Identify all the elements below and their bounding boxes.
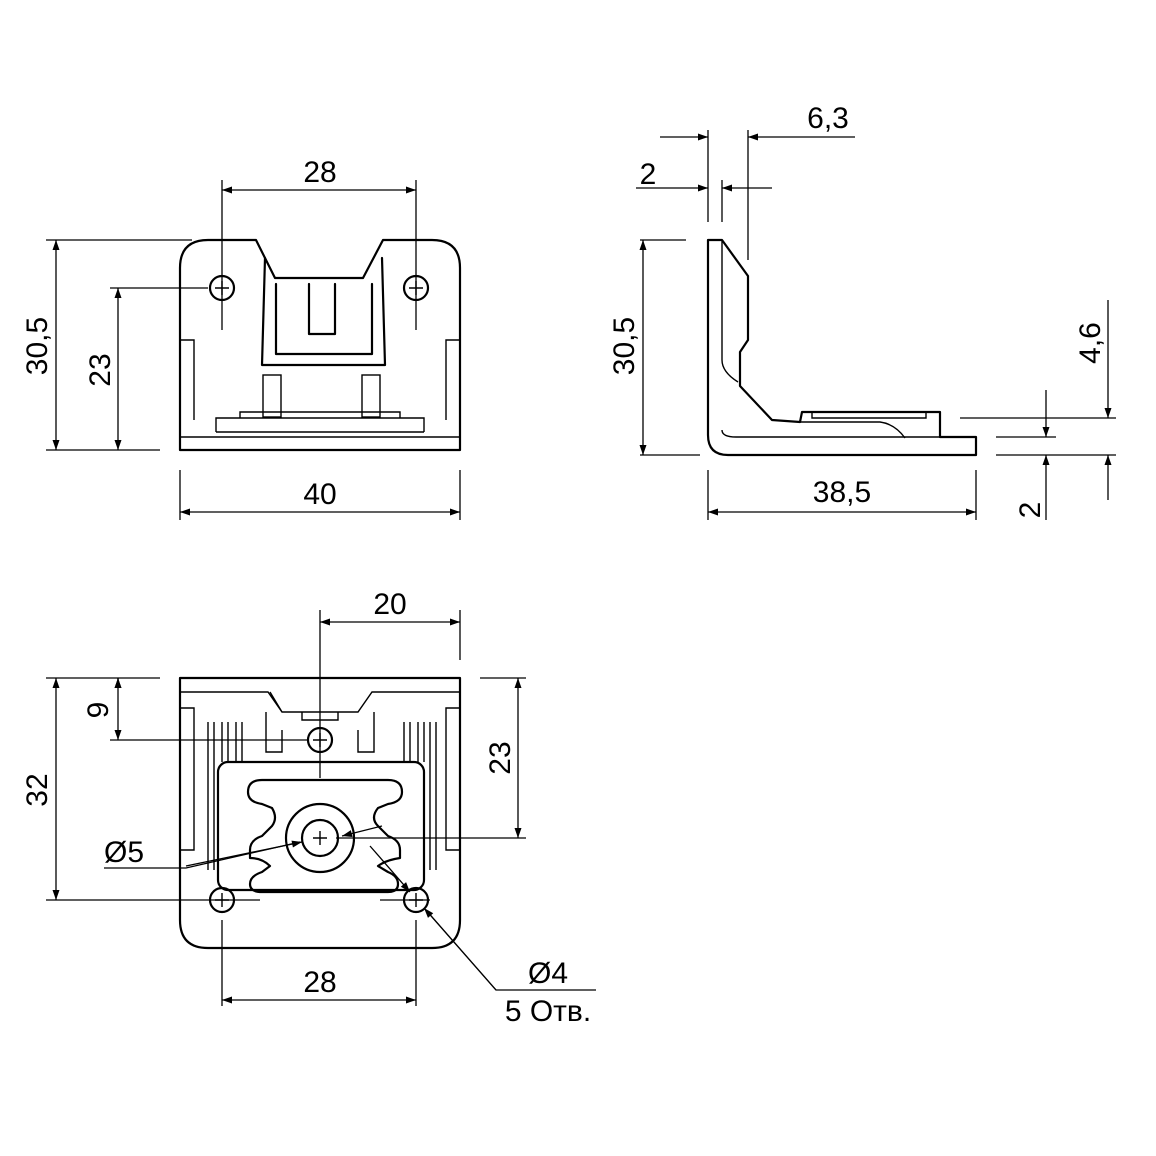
front-view: 28 30,5 23 40 <box>21 156 462 520</box>
leader-d5 <box>185 840 303 867</box>
leader-d4 <box>423 907 497 991</box>
front-height-holes-label: 23 <box>84 353 117 386</box>
bottom-hole-offset-label: 9 <box>82 702 115 719</box>
bottom-center-hole-diameter-label: Ø5 <box>104 836 144 869</box>
bottom-view: 20 9 32 23 Ø5 28 Ø4 5 Отв. <box>21 588 596 1028</box>
side-thickness-wall-label: 2 <box>640 158 657 191</box>
side-thickness-top-label: 6,3 <box>807 102 849 135</box>
side-height-total-label: 30,5 <box>608 317 641 375</box>
side-view: 6,3 2 30,5 38,5 4,6 2 <box>608 102 1116 520</box>
bottom-depth-center-label: 23 <box>484 741 517 774</box>
side-length-total-label: 38,5 <box>813 476 871 509</box>
front-width-total-label: 40 <box>303 478 336 511</box>
front-height-total-label: 30,5 <box>21 317 54 375</box>
bottom-depth-total-label: 32 <box>21 773 54 806</box>
bottom-hole-spacing-label: 28 <box>303 966 336 999</box>
bottom-offset-center-label: 20 <box>373 588 406 621</box>
bottom-hole-count-label: 5 Отв. <box>505 995 591 1028</box>
front-width-top-label: 28 <box>303 156 336 189</box>
side-base-thickness-label: 2 <box>1014 502 1047 519</box>
bottom-hole-diameter-label: Ø4 <box>528 957 568 990</box>
side-base-height-label: 4,6 <box>1074 322 1107 364</box>
